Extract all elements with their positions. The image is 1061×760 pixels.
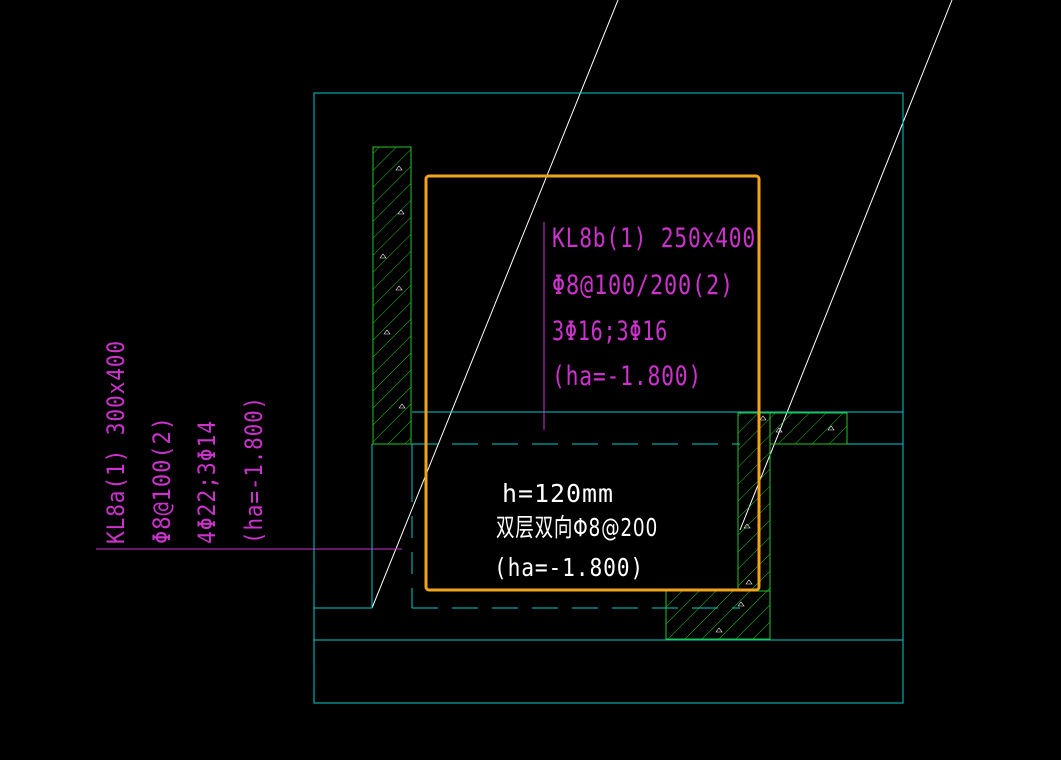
slab-line1: h=120mm (502, 479, 614, 508)
beam-b-line3: 3Φ16;3Φ16 (552, 316, 668, 347)
wall-right-vertical[interactable] (737, 412, 771, 592)
beam-b-line4: (ha=-1.800) (552, 361, 702, 392)
outer-boundary[interactable] (313, 92, 904, 704)
hatched-walls (372, 146, 848, 640)
beam-a-annotation[interactable]: KL8a(1) 300x400 Φ8@100(2) 4Φ22;3Φ14 (ha=… (102, 340, 268, 544)
beam-a-line1: KL8a(1) 300x400 (102, 340, 130, 544)
slab-line2: 双层双向Φ8@200 (496, 513, 658, 542)
wall-bottom[interactable] (665, 590, 771, 640)
slab-annotation[interactable]: h=120mm 双层双向Φ8@200 (ha=-1.800) (494, 479, 658, 582)
diagonal-line-left[interactable] (371, 0, 619, 609)
selected-slab-region[interactable] (424, 174, 761, 592)
beam-a-line4: (ha=-1.800) (240, 396, 268, 544)
beam-b-annotation[interactable]: KL8b(1) 250x400 Φ8@100/200(2) 3Φ16;3Φ16 … (552, 223, 756, 392)
slab-outline (313, 92, 904, 704)
beam-a-line3: 4Φ22;3Φ14 (193, 420, 221, 544)
hatch-marks (379, 165, 835, 633)
beam-b-line2: Φ8@100/200(2) (552, 270, 734, 301)
beam-a-line2: Φ8@100(2) (148, 416, 176, 544)
wall-right-horizontal[interactable] (769, 412, 848, 445)
wall-left[interactable] (372, 146, 412, 445)
beam-b-line1: KL8b(1) 250x400 (552, 223, 756, 254)
slab-line3: (ha=-1.800) (494, 553, 644, 582)
